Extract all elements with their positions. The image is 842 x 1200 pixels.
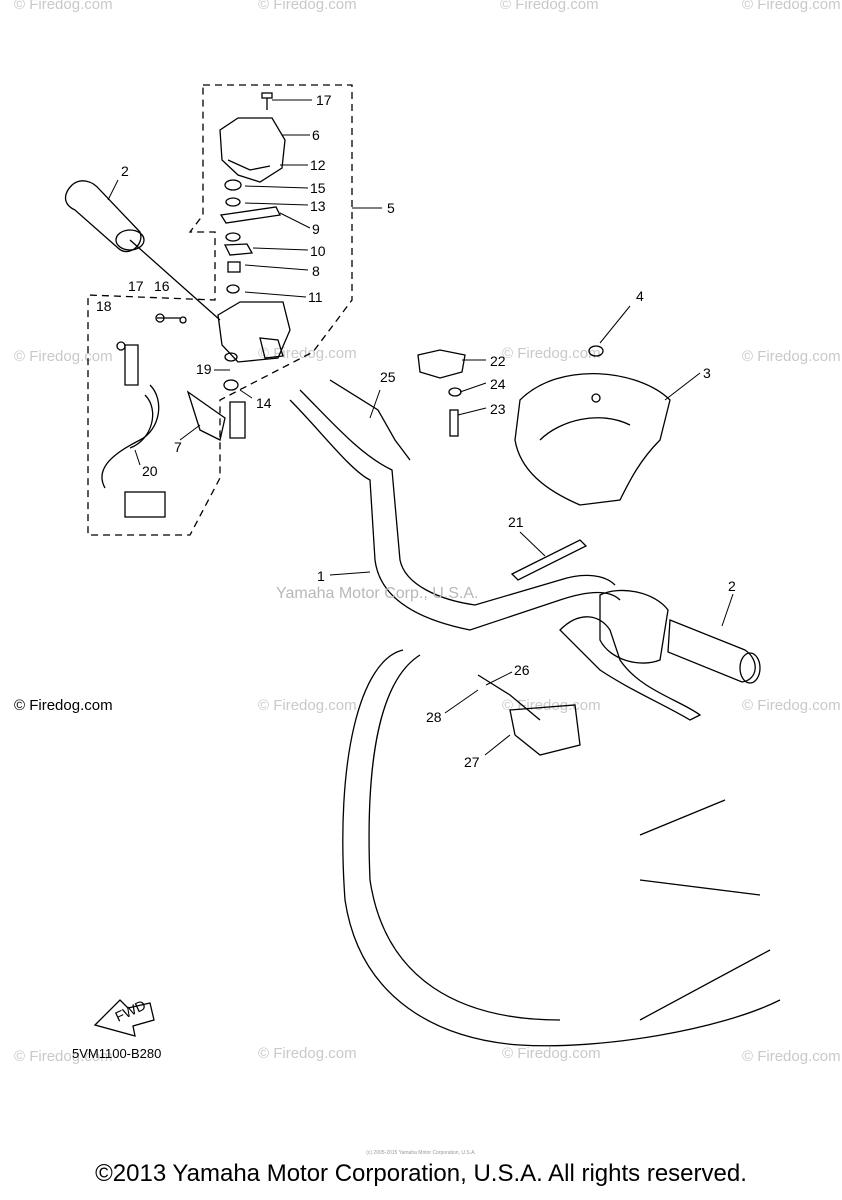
cable-band — [510, 539, 588, 581]
watermark: © Firedog.com — [742, 1048, 841, 1065]
callout-4: 4 — [636, 288, 644, 304]
callout-1: 1 — [317, 568, 325, 584]
holder-parts — [417, 349, 466, 437]
callout-10: 10 — [310, 243, 326, 259]
callout-21: 21 — [508, 514, 524, 530]
callout-28: 28 — [426, 709, 442, 725]
watermark: © Firedog.com — [14, 0, 113, 13]
callout-24: 24 — [490, 376, 506, 392]
copyright: ©2013 Yamaha Motor Corporation, U.S.A. A… — [95, 1160, 747, 1187]
callout-9: 9 — [312, 221, 320, 237]
callout-17: 17 — [316, 92, 332, 108]
callout-23: 23 — [490, 401, 506, 417]
callout-12: 12 — [310, 157, 326, 173]
callout-15: 15 — [310, 180, 326, 196]
fwd-label: FWD — [113, 997, 149, 1025]
callout-22: 22 — [490, 353, 506, 369]
switch-housing — [217, 92, 291, 391]
callout-2: 2 — [728, 578, 736, 594]
callout-7: 7 — [174, 439, 182, 455]
callout-5: 5 — [387, 200, 395, 216]
center-watermark: Yamaha Motor Corp., U.S.A. — [276, 585, 479, 602]
watermark: © Firedog.com — [502, 345, 601, 362]
callout-18: 18 — [96, 298, 112, 314]
right-cover — [514, 345, 671, 506]
callout-2: 2 — [121, 163, 129, 179]
watermark: © Firedog.com — [258, 1045, 357, 1062]
callout-19: 19 — [196, 361, 212, 377]
callout-27: 27 — [464, 754, 480, 770]
site-label: © Firedog.com — [14, 697, 113, 714]
watermark: © Firedog.com — [258, 345, 357, 362]
watermark: © Firedog.com — [742, 348, 841, 365]
left-switch-wiring — [101, 313, 246, 518]
callout-20: 20 — [142, 463, 158, 479]
assembly-dashed-box — [87, 84, 353, 536]
callout-3: 3 — [703, 365, 711, 381]
handlebar — [289, 389, 621, 631]
watermark: © Firedog.com — [742, 697, 841, 714]
callout-11: 11 — [308, 289, 323, 305]
right-grip — [559, 589, 761, 721]
callout-16: 16 — [154, 278, 170, 294]
callout-17: 17 — [128, 278, 144, 294]
callout-13: 13 — [310, 198, 326, 214]
watermark: © Firedog.com — [502, 1045, 601, 1062]
part-code: 5VM1100-B280 — [72, 1046, 162, 1061]
callout-25: 25 — [380, 369, 396, 385]
watermark: © Firedog.com — [258, 0, 357, 13]
callout-8: 8 — [312, 263, 320, 279]
watermark: © Firedog.com — [742, 0, 841, 13]
left-grip — [64, 180, 221, 321]
cables — [329, 379, 781, 1047]
fwd-arrow — [93, 999, 155, 1037]
leader-lines — [107, 99, 734, 756]
watermark: © Firedog.com — [258, 697, 357, 714]
callout-14: 14 — [256, 395, 272, 411]
fine-print: (c) 2005-2015 Yamaha Motor Corporation, … — [366, 1150, 476, 1156]
callout-6: 6 — [312, 127, 320, 143]
callout-26: 26 — [514, 662, 530, 678]
watermark: © Firedog.com — [14, 1048, 113, 1065]
watermark: © Firedog.com — [500, 0, 599, 13]
